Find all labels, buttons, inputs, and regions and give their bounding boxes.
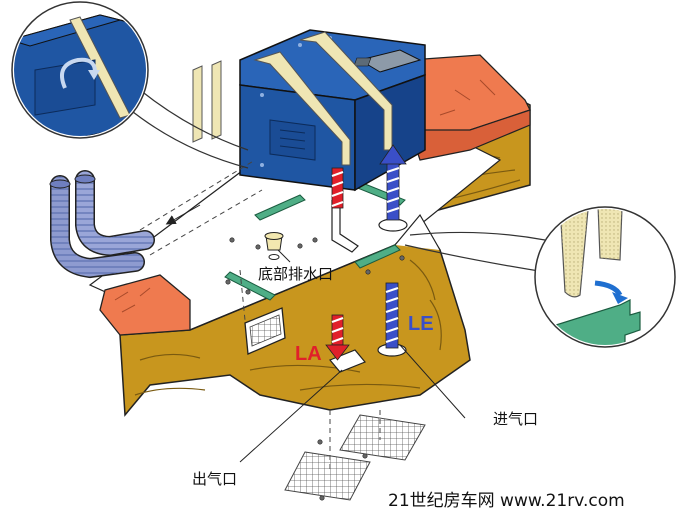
outlet-hole — [329, 349, 366, 373]
mounting-brackets — [224, 181, 406, 301]
mounting-straps — [253, 31, 393, 166]
zoom-callout-right — [404, 206, 676, 348]
hose-direction-arrow — [165, 204, 201, 225]
air-intake-label: 进气口 — [493, 410, 538, 428]
label-leader-lines — [239, 249, 466, 463]
mesh-screens — [284, 414, 426, 501]
outlet-duct-bend — [331, 200, 359, 253]
deck-hole-intake — [378, 218, 408, 232]
intake-code-label: LE — [408, 313, 434, 335]
carpet-left — [99, 274, 191, 336]
rotate-arrow-icon — [60, 57, 97, 89]
watermark: 21世纪房车网 www.21rv.com — [388, 491, 625, 511]
intake-airflow-arrow — [379, 144, 407, 349]
loose-straps — [192, 60, 222, 143]
flex-hoses — [49, 170, 155, 279]
air-outlet-label: 出气口 — [192, 470, 237, 488]
outlet-code-label: LA — [295, 343, 322, 365]
insert-arrow-icon — [594, 280, 623, 297]
bottom-drain-fitting — [264, 232, 284, 260]
bottom-drain-label: 底部排水口 — [258, 265, 333, 283]
screws — [225, 237, 405, 501]
zoom-callout-left — [11, 1, 249, 169]
outlet-airflow-arrow — [325, 167, 350, 361]
wall-vent-grille — [244, 307, 286, 355]
